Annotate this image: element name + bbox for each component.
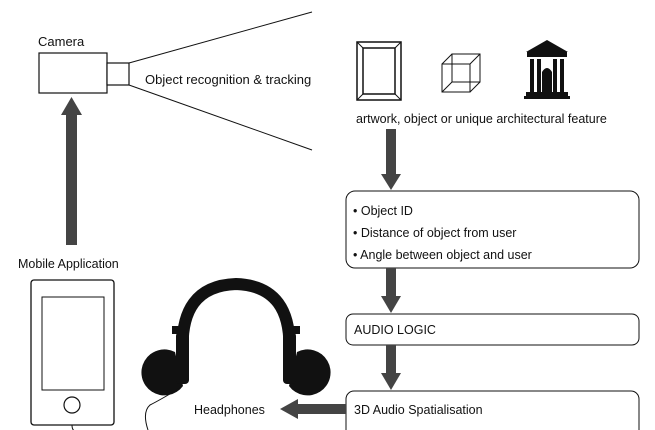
wireframe-cube-icon	[441, 53, 481, 93]
view-cone-lower-line	[128, 84, 313, 151]
camera-icon	[38, 52, 130, 94]
view-cone-upper-line	[128, 11, 313, 64]
picture-frame-icon	[356, 41, 402, 101]
arrow-mobile-to-camera	[61, 97, 82, 245]
audio-logic-label: AUDIO LOGIC	[354, 323, 436, 337]
bullet-object-id: • Object ID	[353, 204, 413, 218]
objects-caption: artwork, object or unique architectural …	[356, 112, 607, 126]
smartphone-icon	[30, 279, 115, 430]
arrow-info-to-audio-logic	[381, 268, 401, 313]
bullet-distance: • Distance of object from user	[353, 226, 516, 240]
mobile-app-label: Mobile Application	[18, 257, 119, 271]
object-info-box	[345, 190, 640, 269]
spatialisation-label: 3D Audio Spatialisation	[354, 403, 483, 417]
camera-label: Camera	[38, 34, 85, 49]
spatialisation-box	[345, 390, 640, 430]
bullet-angle: • Angle between object and user	[353, 248, 532, 262]
arrow-spatialisation-to-headphones	[280, 399, 346, 419]
headphones-label: Headphones	[194, 403, 265, 417]
recognition-label: Object recognition & tracking	[145, 72, 311, 87]
arrow-objects-to-info	[381, 129, 401, 190]
classical-building-icon	[524, 40, 570, 99]
audio-logic-box	[345, 313, 640, 346]
headphones-icon	[141, 277, 331, 430]
arrow-audio-logic-to-spatialisation	[381, 345, 401, 390]
